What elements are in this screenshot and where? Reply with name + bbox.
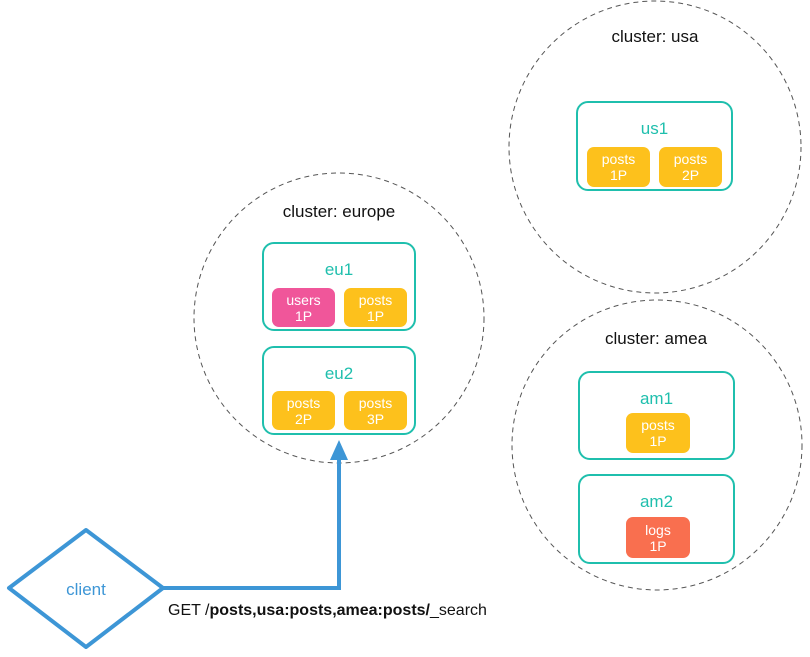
shard-posts-3p[interactable]: posts 3P	[344, 391, 407, 430]
node-us1[interactable]: us1 posts 1P posts 2P	[576, 101, 733, 191]
shard-id: 1P	[649, 537, 667, 554]
shard-index: posts	[673, 151, 708, 167]
shard-id: 2P	[294, 410, 313, 427]
request-indices: posts,usa:posts,amea:posts/	[209, 602, 431, 619]
shard-id: 1P	[366, 307, 385, 324]
node-eu1-title: eu1	[324, 260, 354, 279]
request-suffix: _search	[430, 602, 487, 619]
shard-index: posts	[641, 417, 675, 433]
shard-id: 1P	[609, 167, 628, 183]
request-arrow-head	[330, 440, 348, 460]
request-arrow-line	[163, 458, 341, 590]
shard-posts-2p[interactable]: posts 2P	[659, 147, 722, 187]
cluster-europe-label: cluster: europe	[282, 202, 396, 221]
cluster-usa-boundary	[508, 0, 802, 294]
client-diamond[interactable]	[7, 528, 165, 649]
node-eu1[interactable]: eu1 users 1P posts 1P	[262, 242, 416, 331]
shard-index: posts	[286, 394, 321, 411]
cluster-usa-label: cluster: usa	[611, 27, 699, 46]
shard-posts-1p[interactable]: posts 1P	[587, 147, 650, 187]
request-prefix: GET /	[168, 602, 210, 619]
cluster-amea-boundary	[511, 299, 803, 591]
shard-logs-1p[interactable]: logs 1P	[626, 517, 690, 558]
shard-index: posts	[601, 151, 636, 167]
node-am1-title: am1	[639, 389, 674, 408]
shard-users-1p[interactable]: users 1P	[272, 288, 335, 327]
node-eu2[interactable]: eu2 posts 2P posts 3P	[262, 346, 416, 435]
shard-posts-1p[interactable]: posts 1P	[626, 413, 690, 453]
node-us1-title: us1	[640, 119, 669, 138]
client-label: client	[66, 580, 106, 599]
shard-id: 2P	[681, 167, 700, 183]
shard-id: 3P	[366, 410, 385, 427]
shard-index: users	[286, 291, 321, 308]
shard-index: posts	[358, 394, 393, 411]
shard-id: 1P	[294, 307, 313, 324]
shard-posts-1p[interactable]: posts 1P	[344, 288, 407, 327]
node-am2[interactable]: am2 logs 1P	[578, 474, 735, 564]
node-am1[interactable]: am1 posts 1P	[578, 371, 735, 460]
shard-posts-2p[interactable]: posts 2P	[272, 391, 335, 430]
cluster-amea-label: cluster: amea	[604, 329, 708, 348]
shard-index: posts	[358, 291, 393, 308]
request-text: GET /posts,usa:posts,amea:posts/_search	[168, 602, 487, 620]
shard-id: 1P	[649, 433, 667, 449]
shard-index: logs	[645, 521, 671, 538]
node-eu2-title: eu2	[324, 364, 354, 383]
node-am2-title: am2	[639, 492, 674, 511]
